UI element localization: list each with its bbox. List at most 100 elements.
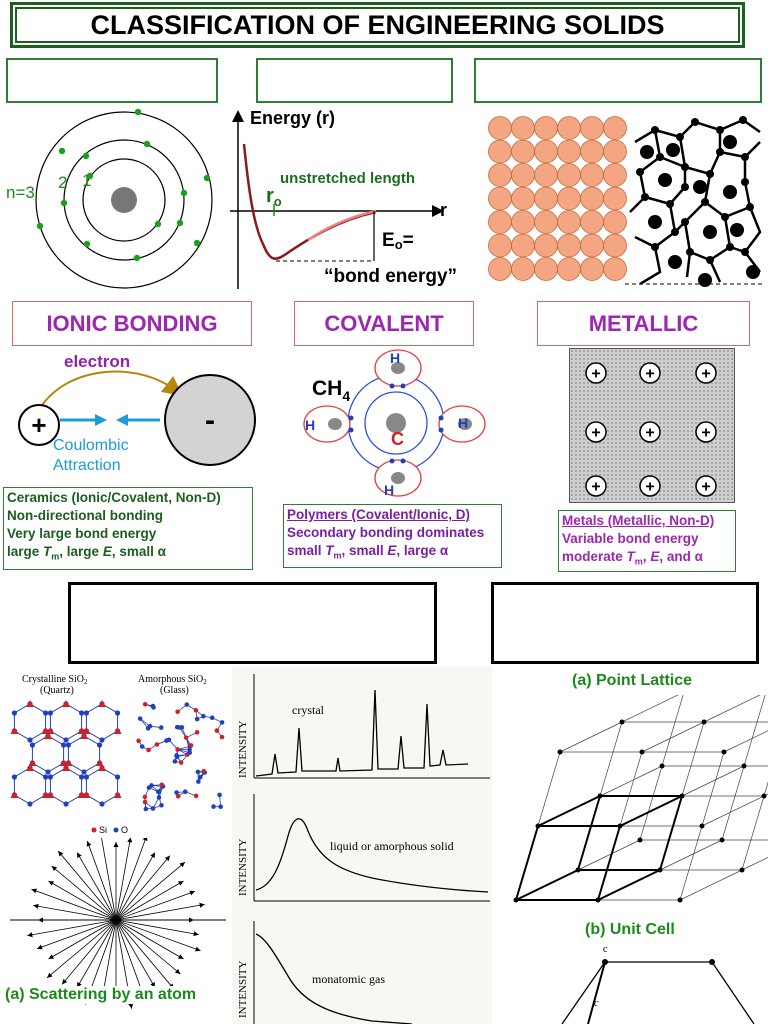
- packed-atom: [603, 139, 627, 164]
- amorphous-pattern-curve: [255, 818, 489, 893]
- packed-atom: [534, 210, 558, 234]
- crystalline-packing-diagram: [488, 116, 627, 281]
- anion-minus: -: [205, 404, 215, 437]
- covalent-title: COVALENT: [294, 301, 474, 346]
- packed-atom: [488, 210, 512, 234]
- blank-box-atomic: [6, 58, 218, 103]
- lattice-point: [595, 897, 601, 903]
- packed-atom: [580, 116, 604, 140]
- methane-covalent-diagram: CH4 H H H H C: [303, 349, 486, 498]
- metal-ion: +: [639, 362, 661, 384]
- packed-atom: [557, 116, 581, 140]
- lattice-point: [617, 823, 623, 829]
- packed-atom: [534, 186, 558, 211]
- svg-text:Crystalline SiO2: Crystalline SiO2: [22, 674, 88, 686]
- potential-curve: [242, 143, 377, 260]
- packed-atom: [603, 210, 627, 234]
- packed-atom: [603, 186, 627, 211]
- hydrogen-top-label: H: [390, 350, 400, 366]
- amorphous-sio2-label: Amorphous SiO: [138, 674, 203, 685]
- metals-line-1: Metals (Metallic, Non-D): [562, 513, 715, 528]
- point-lattice-caption: (a) Point Lattice: [572, 672, 693, 689]
- legend-si: Si: [99, 825, 107, 835]
- blank-box-structure: [474, 58, 762, 103]
- packed-atom: [580, 186, 604, 211]
- packed-atom: [557, 163, 581, 187]
- cation-circle: [18, 404, 60, 446]
- lattice-point: [701, 719, 707, 725]
- polymers-line-2: Secondary bonding dominates: [287, 525, 485, 540]
- intensity-label-crystal: INTENSITY: [237, 721, 249, 778]
- packed-atom: [534, 163, 558, 187]
- shell-label-2: 2: [58, 173, 67, 192]
- title-banner: CLASSIFICATION OF ENGINEERING SOLIDS: [10, 2, 745, 48]
- e0-subscript: o: [395, 237, 403, 252]
- metal-ion: +: [585, 475, 607, 497]
- crystal-label: crystal: [292, 703, 325, 717]
- ceramics-line-1: Ceramics (Ionic/Covalent, Non-D): [7, 490, 221, 505]
- metallic-title: METALLIC: [537, 301, 750, 346]
- r0-label: r: [266, 185, 274, 207]
- quartz-ring-network: [10, 700, 122, 807]
- svg-text:Amorphous SiO2: Amorphous SiO2: [138, 674, 207, 686]
- packed-atom: [511, 210, 535, 234]
- lattice-point: [639, 749, 645, 755]
- silica-structures: Crystalline SiO2 (Quartz) Amorphous SiO2…: [10, 674, 225, 835]
- bond-energy-label: “bond energy”: [324, 266, 457, 287]
- packed-atom: [488, 139, 512, 164]
- crystalline-sio2-label: Crystalline SiO: [22, 674, 84, 685]
- ionic-bonding-title: IONIC BONDING: [12, 301, 252, 346]
- packed-atom: [534, 116, 558, 140]
- metal-ion: +: [639, 421, 661, 443]
- unit-cell-diagram: c c: [561, 944, 755, 1024]
- r0-subscript: o: [274, 194, 282, 209]
- legend-o: O: [121, 825, 128, 835]
- packed-atom: [603, 233, 627, 258]
- liquid-label: liquid or amorphous solid: [330, 839, 454, 853]
- packed-atom: [488, 257, 512, 281]
- packed-atom: [488, 116, 512, 140]
- glass-random-network: [136, 701, 225, 812]
- intensity-label-liquid: INTENSITY: [237, 839, 249, 896]
- svg-text:+: +: [701, 366, 710, 383]
- metal-ion: +: [585, 421, 607, 443]
- bond-energy-plot: Energy (r) r ro unstretched length Eo= “…: [230, 108, 457, 289]
- metallic-electron-sea: +++++++++: [569, 348, 735, 503]
- svg-text:+: +: [645, 366, 654, 383]
- packed-atom: [534, 257, 558, 281]
- lattice-point: [637, 837, 643, 843]
- e0-equals: =: [403, 230, 414, 251]
- svg-text:+: +: [591, 366, 600, 383]
- packed-atom: [580, 210, 604, 234]
- gas-pattern-curve: [255, 933, 413, 1024]
- unit-cell-caption: (b) Unit Cell: [585, 921, 675, 938]
- packed-atom: [603, 163, 627, 187]
- metals-properties: Metals (Metallic, Non-D) Variable bond e…: [558, 510, 736, 572]
- packed-atom: [534, 139, 558, 164]
- lattice-point: [719, 837, 725, 843]
- lattice-point: [619, 719, 625, 725]
- packed-atom: [557, 139, 581, 164]
- gas-label: monatomic gas: [312, 972, 385, 986]
- blank-box-right: [491, 582, 759, 664]
- lattice-point: [657, 867, 663, 873]
- methane-subscript: 4: [342, 388, 350, 404]
- amorphous-sio2-subscript: 2: [203, 678, 207, 686]
- packed-atom: [580, 139, 604, 164]
- attraction-label: Attraction: [53, 457, 121, 474]
- metal-ion: +: [585, 362, 607, 384]
- packed-atom: [557, 210, 581, 234]
- lattice-point: [679, 793, 685, 799]
- ceramics-line-2: Non-directional bonding: [7, 508, 163, 523]
- e0-label: E: [382, 230, 395, 251]
- crystalline-sio2-subscript: 2: [84, 678, 88, 686]
- ceramics-line-4: large Tm, large E, small α: [7, 544, 166, 562]
- lattice-point: [761, 793, 767, 799]
- polymers-line-3: small Tm, small E, large α: [287, 543, 449, 561]
- packed-atom: [603, 257, 627, 281]
- atom-shell-diagram: n=3 2 1: [6, 108, 213, 289]
- metal-ion: +: [639, 475, 661, 497]
- lattice-point: [699, 823, 705, 829]
- svg-text:+: +: [645, 425, 654, 442]
- energy-axis-label: Energy (r): [250, 108, 335, 128]
